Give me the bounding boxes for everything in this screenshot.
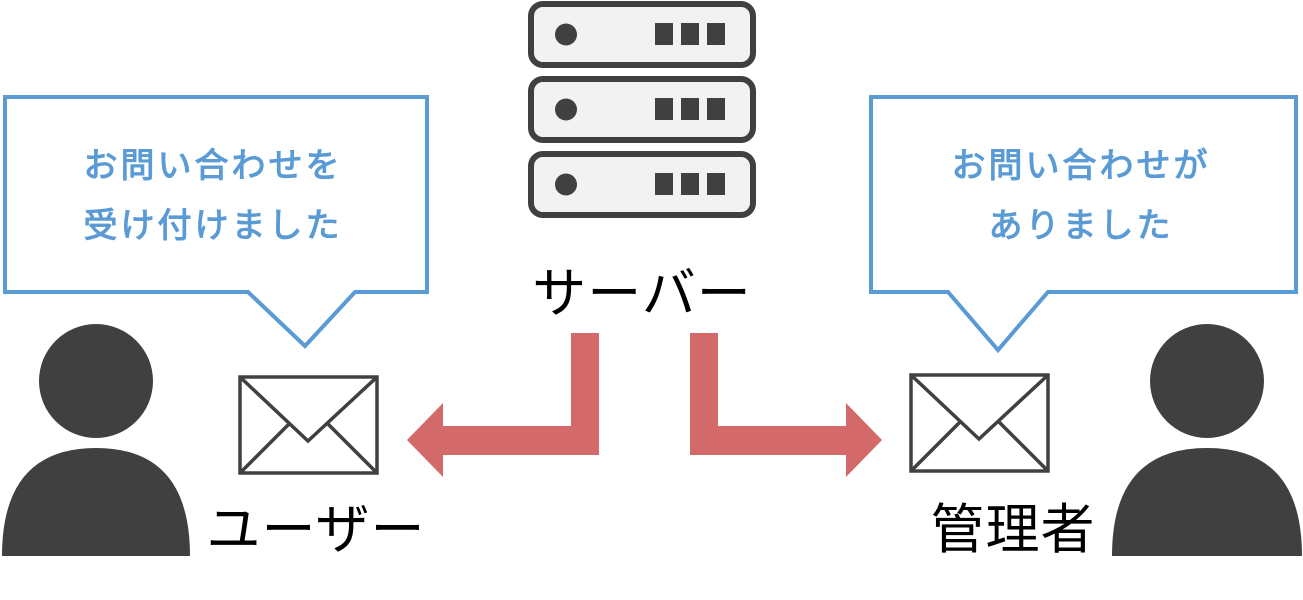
admin-speech-bubble: お問い合わせが ありました: [869, 95, 1298, 354]
admin-bubble-line-1: お問い合わせが: [952, 146, 1211, 186]
user-speech-bubble: お問い合わせを 受け付けました: [3, 95, 429, 349]
user-person-icon: [2, 324, 190, 556]
server-unit-3: [528, 151, 756, 218]
user-bubble-line-1: お問い合わせを: [84, 146, 343, 186]
admin-bubble-line-2: ありました: [989, 206, 1174, 246]
user-bubble-line-2: 受け付けました: [84, 206, 343, 246]
arrow-to-user: [407, 333, 599, 477]
server-rack-icon: [528, 1, 756, 218]
admin-person-icon: [1112, 324, 1302, 556]
user-envelope-icon: [238, 375, 379, 475]
arrow-to-admin: [690, 333, 882, 477]
server-unit-1: [528, 1, 756, 68]
server-unit-2: [528, 76, 756, 143]
server-label: サーバー: [532, 262, 751, 325]
user-label: ユーザー: [207, 498, 426, 561]
admin-envelope-icon: [909, 373, 1050, 473]
admin-label: 管理者: [931, 498, 1096, 561]
